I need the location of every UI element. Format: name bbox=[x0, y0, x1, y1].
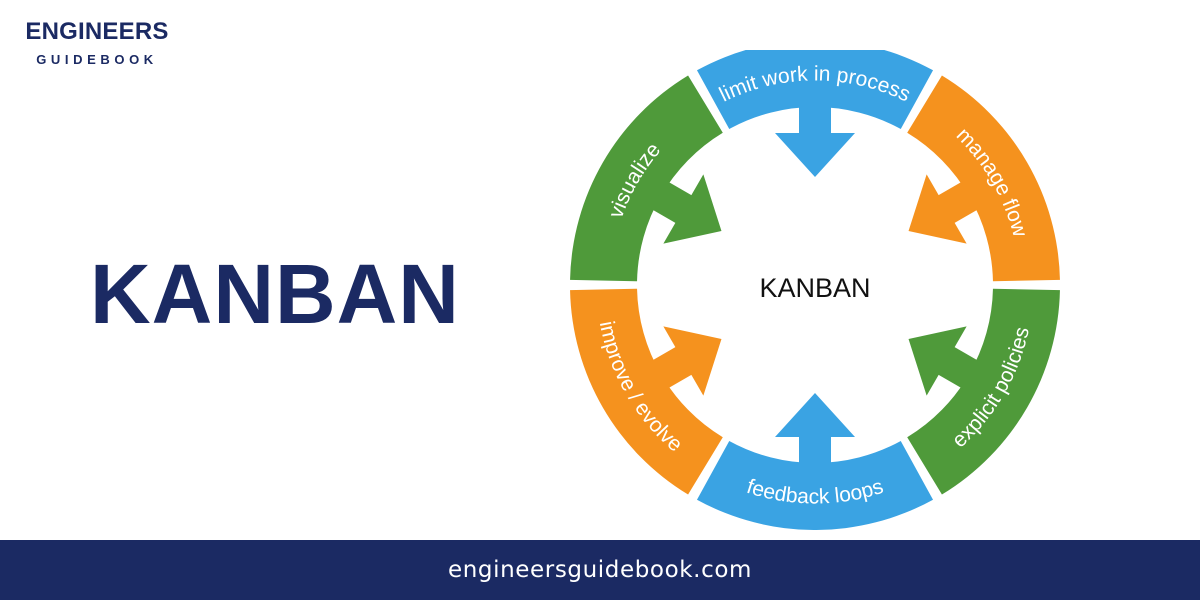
cycle-arrow bbox=[651, 326, 722, 396]
brand-name: ENGINEERS bbox=[25, 18, 169, 45]
cycle-arrow bbox=[908, 174, 979, 244]
cycle-arrow bbox=[908, 326, 979, 396]
cycle-segment bbox=[570, 75, 723, 282]
cycle-arrow bbox=[651, 174, 722, 244]
cycle-segment bbox=[907, 288, 1060, 495]
brand-logo[interactable]: ENGINEERS GUIDEBOOK bbox=[12, 18, 182, 67]
cycle-segment bbox=[570, 288, 723, 495]
cycle-segment bbox=[696, 440, 934, 531]
diagram-center-label: KANBAN bbox=[759, 273, 870, 303]
cycle-arrow bbox=[775, 393, 855, 465]
footer-bar: engineersguidebook.com bbox=[0, 540, 1200, 600]
cycle-arrow bbox=[775, 105, 855, 177]
page-title: KANBAN bbox=[90, 247, 460, 341]
footer-url-link[interactable]: engineersguidebook.com bbox=[447, 557, 753, 583]
brand-subtitle: GUIDEBOOK bbox=[36, 52, 158, 67]
cycle-segment bbox=[907, 75, 1060, 282]
cycle-segment bbox=[696, 39, 934, 130]
